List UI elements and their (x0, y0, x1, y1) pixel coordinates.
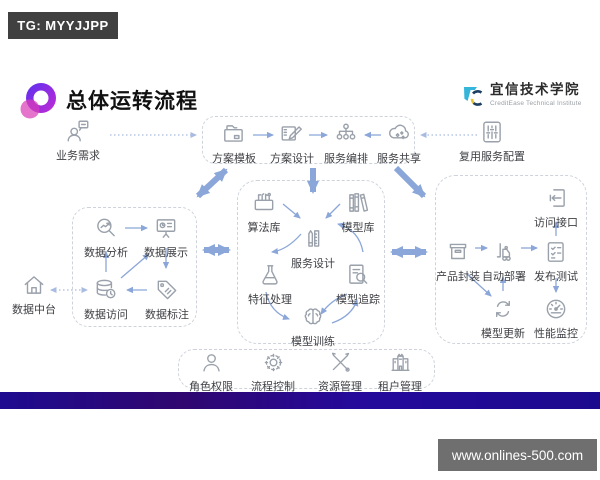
flask-icon (262, 265, 278, 285)
node-model-update: 模型更新 (471, 296, 535, 341)
checklist-icon (547, 242, 564, 262)
door-exit-icon (549, 189, 565, 207)
database-clock-icon (96, 279, 116, 299)
node-resource-management: 资源管理 (308, 350, 372, 394)
node-label: 数据分析 (84, 247, 128, 259)
pencil-ruler-icon (308, 230, 320, 247)
node-label: 角色权限 (189, 381, 233, 393)
node-data-annotation: 数据标注 (135, 277, 199, 322)
bottom-gradient-bar (0, 392, 600, 409)
node-label: 算法库 (247, 222, 281, 234)
top-process-group (202, 116, 415, 164)
user-icon (202, 354, 220, 372)
node-label: 服务共享 (377, 153, 421, 165)
node-label: 模型训练 (291, 336, 335, 348)
gear-icon (264, 353, 282, 372)
purple-rings-logo (20, 83, 56, 119)
books-icon (349, 193, 369, 212)
magnifier-chart-icon (97, 218, 115, 237)
node-label: 方案模板 (212, 153, 256, 165)
brain-icon (304, 308, 322, 325)
node-release-test: 发布测试 (524, 239, 588, 284)
brand-name: 宜信技术学院 (490, 82, 580, 97)
page-title: 总体运转流程 (66, 90, 198, 113)
data-group (72, 207, 197, 327)
watermark: www.onlines-500.com (438, 439, 597, 471)
node-service-design: 服务设计 (281, 226, 345, 271)
node-access-interface: 访问接口 (524, 185, 588, 230)
node-label: 模型更新 (481, 328, 525, 340)
folder-icon (224, 125, 243, 142)
node-label: 方案设计 (270, 153, 314, 165)
node-reuse-service-config: 复用服务配置 (450, 119, 534, 164)
node-label: 数据展示 (144, 247, 188, 259)
brand-subtitle: CreditEase Technical Institute (490, 99, 582, 107)
cloud-share-icon (389, 124, 409, 140)
doc-magnifier-icon (349, 264, 368, 284)
building-icon (390, 353, 410, 371)
forklift-icon (496, 243, 511, 261)
node-label: 服务编排 (324, 153, 368, 165)
refresh-icon (496, 300, 510, 318)
home-icon (24, 276, 44, 294)
node-label: 发布测试 (534, 271, 578, 283)
gauge-icon (546, 299, 566, 319)
creditease-tc-logo-icon (464, 87, 483, 106)
presentation-icon (156, 219, 176, 238)
package-box-icon (449, 243, 467, 260)
node-data-display: 数据展示 (134, 215, 198, 260)
node-label: 访问接口 (534, 217, 578, 229)
node-label: 性能监控 (534, 328, 578, 340)
org-chart-icon (336, 123, 356, 140)
node-label: 服务设计 (291, 258, 335, 270)
node-data-platform: 数据中台 (2, 272, 66, 317)
node-business-demand: 业务需求 (46, 118, 110, 163)
node-service-orchestration: 服务编排 (314, 121, 378, 166)
brand-block: 宜信技术学院 CreditEase Technical Institute (462, 82, 582, 109)
node-label: 租户管理 (378, 381, 422, 393)
node-label: 业务需求 (56, 150, 100, 162)
sliders-icon (483, 121, 501, 143)
node-label: 自动部署 (482, 271, 526, 283)
tools-icon (331, 352, 350, 372)
node-service-sharing: 服务共享 (367, 121, 431, 166)
node-label: 资源管理 (318, 381, 362, 393)
node-tenant-management: 租户管理 (368, 350, 432, 394)
node-feature-processing: 特征处理 (238, 262, 302, 307)
tag-icon (157, 280, 177, 300)
toolbox-icon (254, 192, 274, 211)
node-process-control: 流程控制 (241, 350, 305, 394)
node-model-tracking: 模型追踪 (326, 262, 390, 307)
tg-badge: TG: MYYJJPP (8, 12, 118, 39)
node-algorithm-library: 算法库 (232, 190, 296, 235)
deploy-group (435, 175, 587, 344)
node-role-permissions: 角色权限 (179, 350, 243, 394)
admin-group (178, 349, 435, 389)
node-label: 模型库 (341, 222, 375, 234)
node-label: 复用服务配置 (459, 151, 525, 163)
node-plan-design: 方案设计 (260, 121, 324, 166)
tablet-pencil-icon (281, 126, 302, 141)
node-label: 数据中台 (12, 304, 56, 316)
person-chat-icon (67, 120, 89, 142)
node-label: 数据访问 (84, 309, 128, 321)
node-data-access: 数据访问 (74, 277, 138, 322)
node-label: 流程控制 (251, 381, 295, 393)
node-model-training: 模型训练 (281, 304, 345, 349)
node-performance-monitoring: 性能监控 (524, 296, 588, 341)
node-plan-template: 方案模板 (202, 121, 266, 166)
node-data-analysis: 数据分析 (74, 215, 138, 260)
node-label: 数据标注 (145, 309, 189, 321)
